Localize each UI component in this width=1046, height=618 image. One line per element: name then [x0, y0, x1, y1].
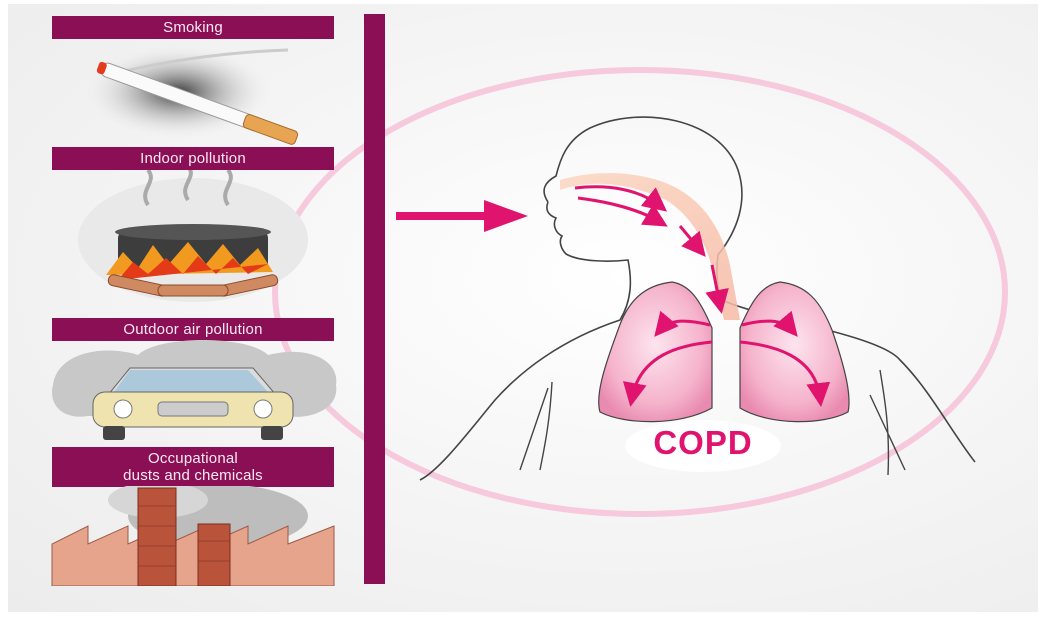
cooking-fire-icon: [48, 170, 340, 310]
risk-label-smoking: Smoking: [52, 16, 334, 39]
risk-label-occupational: Occupational dusts and chemicals: [52, 447, 334, 487]
factory-chimney-icon: [48, 486, 340, 586]
left-lung: [599, 282, 712, 422]
risk-label-indoor: Indoor pollution: [52, 147, 334, 170]
inhalation-arrow: [396, 200, 528, 232]
copd-label: COPD: [628, 419, 778, 467]
risk-label-outdoor: Outdoor air pollution: [52, 318, 334, 341]
car-exhaust-icon: [48, 340, 340, 445]
cigarette-icon: [48, 40, 340, 145]
body-left-arm: [520, 382, 552, 470]
divider-bar: [364, 14, 385, 584]
right-lung: [740, 282, 849, 422]
